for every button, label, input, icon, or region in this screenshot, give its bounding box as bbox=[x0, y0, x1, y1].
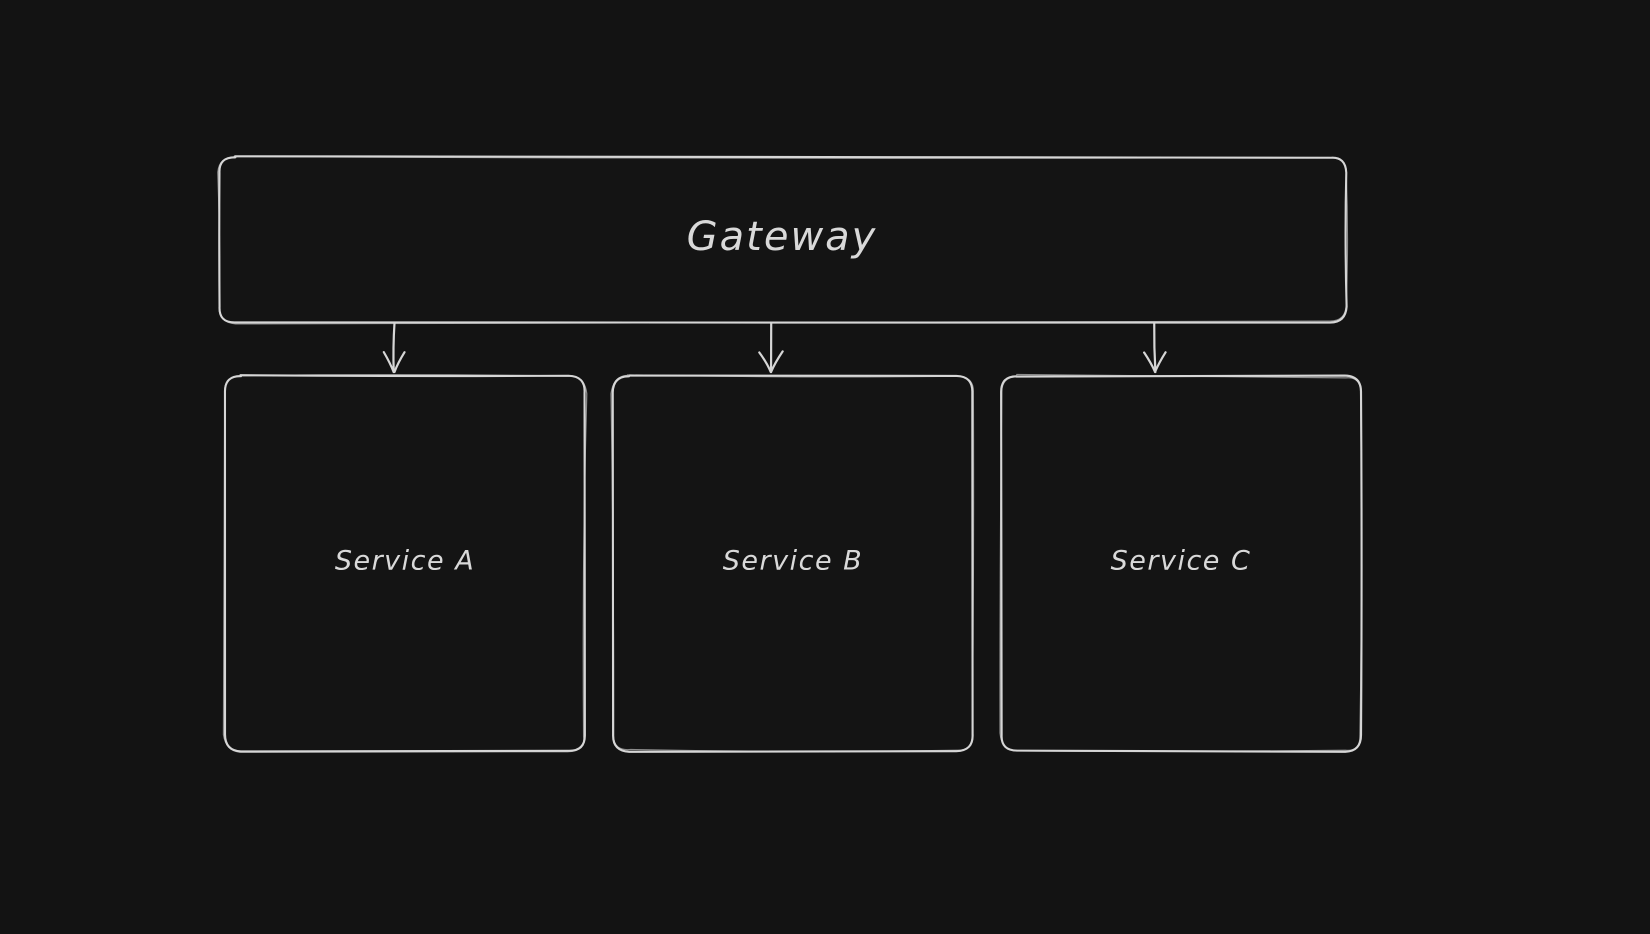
node-service-b-label: Service B bbox=[723, 546, 863, 577]
node-service-b[interactable]: Service B bbox=[610, 374, 975, 753]
edge-gateway-service-b[interactable] bbox=[758, 321, 784, 374]
node-gateway-outline-sketch bbox=[217, 155, 1349, 325]
node-service-b-fill bbox=[613, 376, 973, 751]
node-service-a-label: Service A bbox=[335, 546, 475, 577]
node-service-a-outline-sketch bbox=[222, 374, 588, 753]
edge-gateway-service-c[interactable] bbox=[1143, 321, 1167, 374]
edge-gateway-service-a-line bbox=[392, 321, 396, 374]
node-service-c-outline-sketch bbox=[999, 373, 1363, 753]
node-service-c[interactable]: Service C bbox=[999, 373, 1363, 753]
arrowhead-icon bbox=[1143, 351, 1167, 374]
node-service-b-outline-sketch bbox=[610, 374, 975, 753]
arrowhead-icon bbox=[382, 351, 406, 374]
node-gateway-label: Gateway bbox=[687, 214, 878, 260]
edge-gateway-service-c-line bbox=[1153, 321, 1157, 374]
arrowhead-icon bbox=[758, 350, 784, 374]
node-gateway[interactable]: Gateway bbox=[217, 155, 1349, 325]
node-service-a-fill bbox=[225, 376, 585, 751]
node-service-c-fill bbox=[1001, 376, 1361, 751]
node-service-c-label: Service C bbox=[1111, 546, 1252, 577]
node-service-a[interactable]: Service A bbox=[222, 374, 588, 753]
edge-gateway-service-a[interactable] bbox=[382, 321, 406, 374]
node-service-c-outline bbox=[1000, 374, 1363, 753]
node-gateway-fill bbox=[219, 157, 1346, 322]
